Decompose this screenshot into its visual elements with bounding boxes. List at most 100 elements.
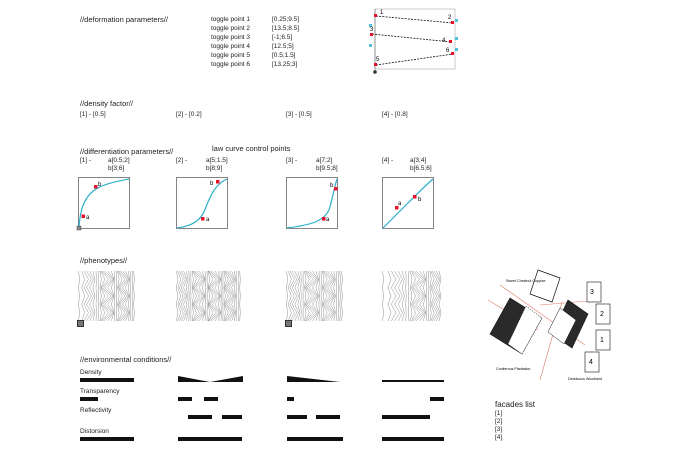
toggle-point-label: toggle point 3	[211, 34, 251, 41]
phenotype-line	[223, 270, 226, 322]
env-bar	[178, 437, 242, 441]
law-curve-plot-3: a b	[286, 177, 338, 229]
plot-frame	[176, 177, 228, 229]
env-bar	[222, 415, 242, 419]
phenotype-line	[423, 270, 427, 322]
facade-list-item[interactable]: [3]	[495, 426, 503, 433]
point-label: 1	[380, 10, 384, 16]
control-point-a[interactable]	[81, 214, 86, 219]
law-curve	[78, 178, 130, 229]
env-row-label: Distorsion	[80, 428, 109, 435]
toggle-point-marker[interactable]	[370, 33, 373, 36]
point-label: b	[330, 183, 334, 189]
phenotype-line	[186, 270, 189, 322]
facade-box[interactable]	[586, 281, 602, 303]
phenotype-line	[323, 270, 331, 322]
side-handle[interactable]	[455, 48, 458, 51]
origin-marker	[76, 225, 82, 231]
phenotype-line	[234, 270, 236, 322]
phenotype-line	[415, 270, 425, 322]
control-point-b[interactable]	[216, 180, 220, 184]
phenotype-line	[394, 270, 400, 322]
phenotype-line	[431, 270, 437, 322]
phenotype-line	[196, 270, 205, 322]
facade-box[interactable]	[584, 351, 600, 373]
phenotype-line	[101, 270, 109, 322]
density-factor: [4] - [0.8]	[382, 111, 408, 118]
toggle-point-marker[interactable]	[374, 14, 377, 17]
env-row-label: Density	[80, 369, 102, 376]
side-handle[interactable]	[455, 19, 458, 22]
point-label: a	[206, 217, 210, 223]
phenotype-line	[89, 270, 94, 322]
env-bar	[382, 415, 430, 419]
env-bar	[80, 378, 134, 382]
phenotype-line	[225, 270, 231, 322]
phenotype-line	[191, 270, 194, 322]
control-point-a[interactable]	[322, 217, 326, 221]
phenotype-line	[204, 270, 206, 322]
law-curve	[176, 178, 228, 229]
phenotype-line	[218, 270, 221, 322]
facade-list-item[interactable]: [2]	[495, 418, 503, 425]
phenotype-line	[322, 270, 325, 322]
toggle-point-marker[interactable]	[449, 40, 452, 43]
phenotype-line	[83, 270, 89, 322]
side-handle[interactable]	[455, 37, 458, 40]
phenotype-line	[339, 270, 341, 322]
phenotype-line	[118, 270, 126, 322]
point-label: 4	[442, 38, 446, 44]
side-handle[interactable]	[369, 44, 372, 47]
control-point-b[interactable]	[94, 185, 98, 189]
toggle-point-marker[interactable]	[374, 63, 377, 66]
toggle-point-marker[interactable]	[451, 52, 454, 55]
site-label: Sweet Chestnut Coppice	[506, 279, 546, 283]
phenotype-pattern-2	[176, 270, 241, 322]
env-bar	[204, 397, 218, 401]
phenotype-line	[209, 270, 219, 322]
law-curve-plot-2: a b	[176, 177, 228, 229]
phenotype-line	[86, 270, 92, 322]
phenotype-line	[133, 270, 135, 322]
curve-point-b: b[8;9]	[206, 165, 223, 172]
phenotype-line	[207, 270, 210, 322]
toggle-point-marker[interactable]	[451, 21, 454, 24]
phenotype-line	[433, 270, 439, 322]
phenotype-line	[405, 270, 407, 322]
facade-list-item[interactable]: [4]	[495, 434, 503, 441]
building-courtyard	[507, 305, 543, 355]
control-point-a[interactable]	[395, 206, 399, 210]
control-point-a[interactable]	[201, 217, 205, 221]
control-point-b[interactable]	[334, 187, 338, 191]
phenotype-line	[111, 270, 115, 322]
toggle-point-value: [12.5;5]	[272, 43, 294, 50]
phenotype-line	[102, 270, 112, 322]
phenotype-line	[305, 270, 313, 322]
facade-list-item[interactable]: [1]	[495, 410, 503, 417]
phenotype-line	[327, 270, 335, 322]
facades-list-title: facades list	[495, 400, 536, 409]
phenotype-line	[192, 270, 197, 322]
facade-box[interactable]	[595, 303, 611, 325]
phenotype-line	[104, 270, 114, 322]
building-outline	[547, 307, 577, 345]
control-point-b[interactable]	[413, 195, 417, 199]
toggle-point-label: toggle point 6	[211, 61, 251, 68]
point-label: b	[210, 181, 214, 187]
env-bar	[316, 415, 340, 419]
toggle-point-label: toggle point 2	[211, 25, 251, 32]
phenotype-line	[436, 270, 441, 322]
phenotype-line	[122, 270, 129, 322]
phenotype-line	[305, 270, 310, 322]
curve-point-a: a[7;2]	[316, 157, 333, 164]
side-handle[interactable]	[369, 24, 372, 27]
curve-point-b: b[6.5;6]	[410, 165, 432, 172]
law-curve-heading: law curve control points	[212, 144, 291, 153]
toggle-point-label: toggle point 5	[211, 52, 251, 59]
phenotype-line	[211, 270, 221, 322]
curve-point-a: a[3;4]	[410, 157, 427, 164]
facade-box[interactable]	[595, 329, 611, 351]
phenotype-line	[120, 270, 128, 322]
phenotype-line	[294, 270, 299, 322]
phenotype-line	[198, 270, 205, 322]
